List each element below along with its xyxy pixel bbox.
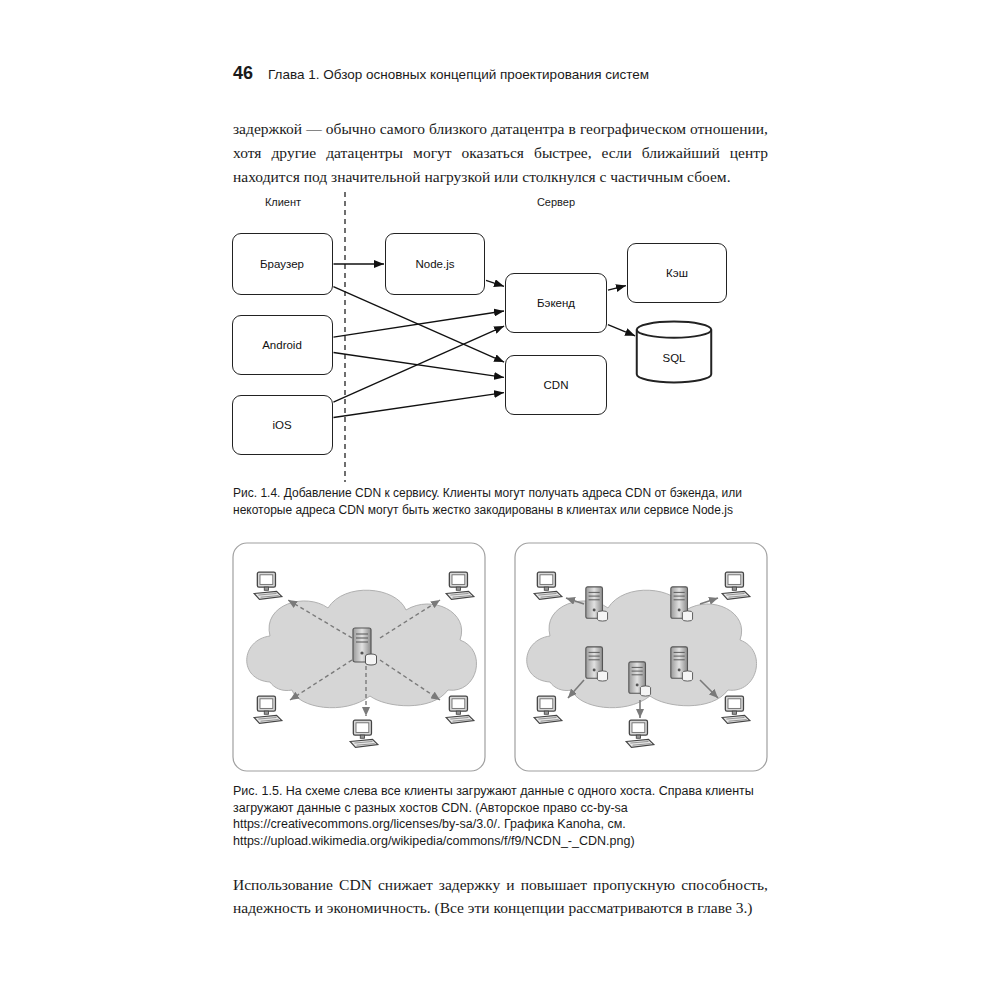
single-host-panel <box>233 543 485 771</box>
arrow-connector <box>334 263 385 264</box>
process-box: CDN <box>505 355 607 415</box>
node-label: iOS <box>272 419 291 431</box>
arrow-connector <box>333 287 504 362</box>
process-box: Бэкенд <box>505 273 607 333</box>
figure-caption: Рис. 1.5. На схеме слева все клиенты заг… <box>233 783 773 849</box>
node-label: CDN <box>544 379 569 391</box>
process-box: Кэш <box>627 243 727 303</box>
node-label: SQL <box>662 352 685 364</box>
client-server-divider <box>344 192 345 482</box>
arrow-connector <box>334 393 505 418</box>
node-label: Бэкенд <box>537 297 575 309</box>
node-label: Node.js <box>416 258 455 270</box>
cdn-panel <box>515 543 767 771</box>
arrow-connector <box>333 326 504 402</box>
process-box: Node.js <box>385 233 485 295</box>
network-cloud <box>247 590 477 708</box>
body-paragraph: задержкой — обычно самого близкого датац… <box>233 117 768 189</box>
database-cylinder: SQL <box>636 321 712 383</box>
arrow-connector <box>608 286 626 291</box>
figure-caption: Рис. 1.4. Добавление CDN к сервису. Клие… <box>233 485 773 518</box>
column-heading: Сервер <box>537 196 575 208</box>
arrow-connector <box>608 325 635 336</box>
process-box: iOS <box>232 395 333 455</box>
process-box: Android <box>232 315 333 375</box>
arrow-connector <box>486 280 504 286</box>
arrow-connector <box>334 353 505 378</box>
node-label: Кэш <box>666 267 688 279</box>
body-paragraph: Использование CDN снижает задержку и пов… <box>233 873 768 919</box>
process-box: Браузер <box>232 233 333 295</box>
running-header: Глава 1. Обзор основных концепций проект… <box>268 67 649 82</box>
arrow-connector <box>334 311 505 337</box>
network-cloud <box>527 590 757 708</box>
column-heading: Клиент <box>265 196 301 208</box>
page-number: 46 <box>233 63 253 84</box>
node-label: Браузер <box>260 258 304 270</box>
node-label: Android <box>262 339 302 351</box>
